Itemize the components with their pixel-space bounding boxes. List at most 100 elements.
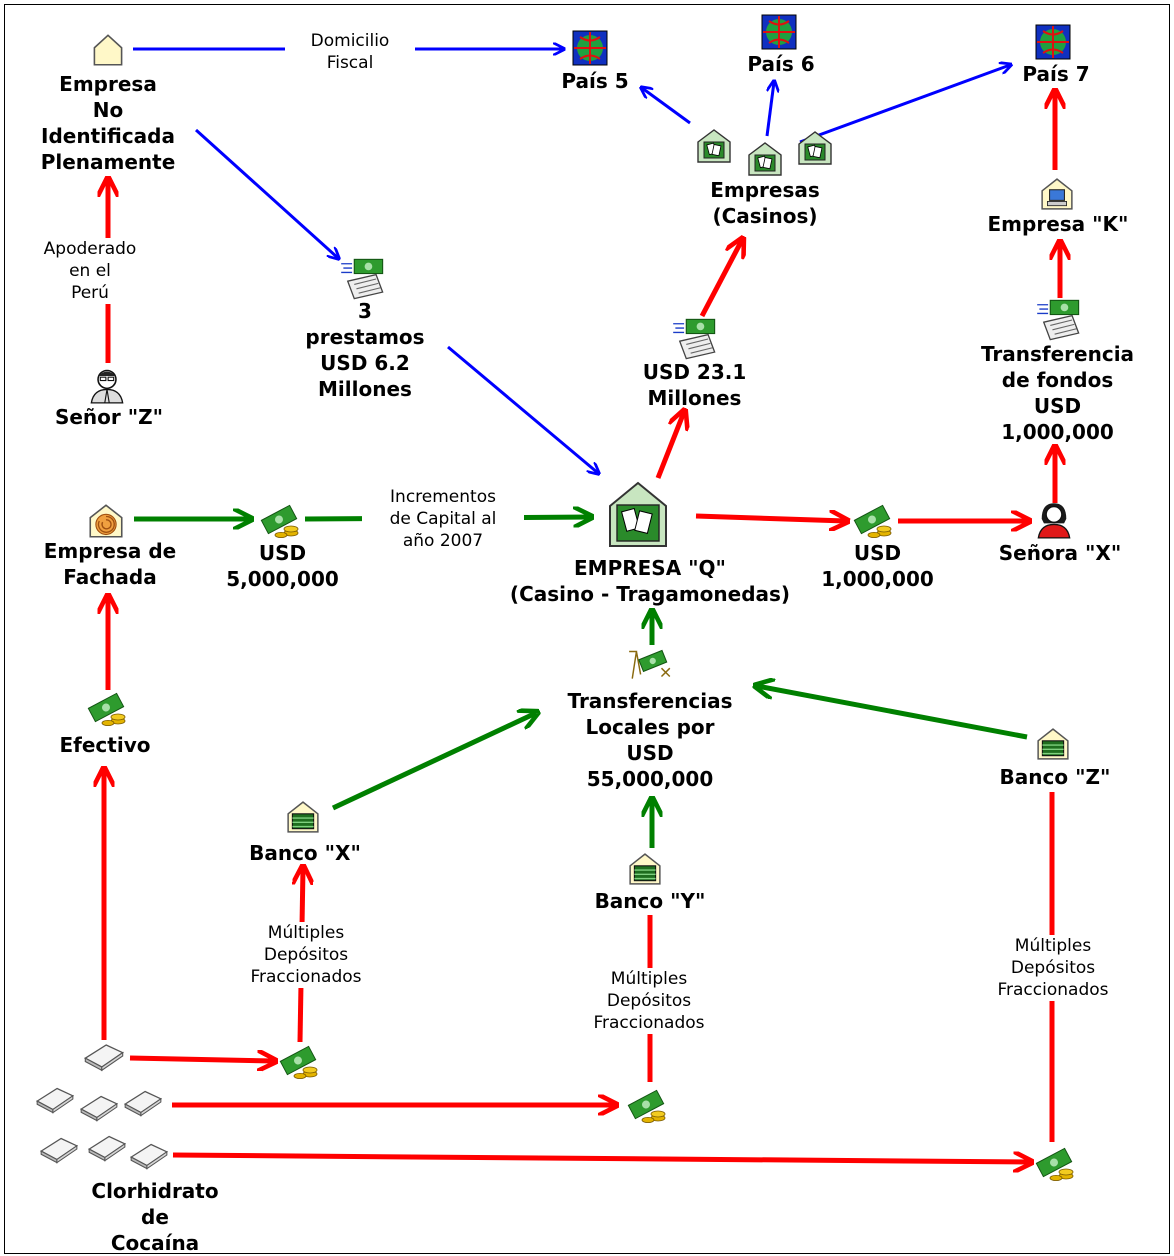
node-label-line: País 6 — [747, 52, 815, 76]
node-label-line: Banco "Z" — [999, 765, 1111, 789]
edge-label-line: Perú — [71, 283, 109, 303]
node-prestamos: 3 prestamos USD 6.2 Millones — [290, 298, 440, 402]
man-avatar-icon — [90, 369, 124, 404]
edge-q-to-usd1m — [695, 516, 846, 521]
node-label-line: Locales por — [585, 715, 715, 739]
node-label-line: Identificada — [41, 124, 175, 148]
node-label-line: Señora "X" — [998, 541, 1122, 565]
node-label-line: USD — [1033, 394, 1082, 418]
edge-casinos-to-pais6 — [765, 82, 774, 137]
node-label-line: USD 6.2 — [320, 351, 410, 375]
globe-map-icon — [572, 30, 608, 66]
bank-icon — [629, 853, 661, 885]
casino-building-icon — [748, 142, 782, 176]
computer-building-icon — [1041, 178, 1073, 210]
diagram-frame — [4, 4, 1170, 1254]
house-icon — [93, 34, 123, 66]
bank-icon — [287, 801, 319, 833]
node-label-line: Banco "Y" — [594, 889, 706, 913]
wire-transfer-icon — [340, 258, 384, 300]
casino-building-icon — [798, 131, 832, 165]
node-efectivo: Efectivo — [30, 732, 180, 758]
edge-label-line: Fiscal — [326, 53, 374, 73]
node-senor-z: Señor "Z" — [34, 404, 184, 430]
edge-label-line: Múltiples — [1014, 936, 1092, 956]
edge-cocaina-to-money-x — [129, 1058, 274, 1061]
node-label-line: Empresa de — [43, 539, 177, 563]
globe-map-icon — [1035, 24, 1071, 60]
node-transferencias-locales: Transferencias Locales por USD 55,000,00… — [545, 688, 755, 792]
drug-package-icon — [130, 1143, 168, 1170]
node-label-line: Banco "X" — [249, 841, 361, 865]
edge-label-line: año 2007 — [402, 531, 484, 551]
node-label-line: 1,000,000 — [821, 567, 934, 591]
node-label-line: USD — [258, 541, 307, 565]
node-pais-5: País 5 — [545, 68, 645, 94]
node-clorhidrato-cocaina: Clorhidrato de Cocaína — [50, 1178, 260, 1256]
node-label-line: EMPRESA "Q" — [574, 556, 726, 580]
edge-label-incrementos: Incrementos de Capital al año 2007 — [362, 486, 524, 552]
edge-prestamos-to-empresa-q — [447, 345, 598, 473]
edge-banco-x-to-transferencias — [331, 713, 536, 811]
edge-label-line: Fraccionados — [997, 980, 1109, 1000]
money-icon — [853, 504, 892, 539]
wire-transfer-icon — [672, 318, 716, 360]
wire-transfer-icon — [1036, 299, 1080, 341]
woman-avatar-icon — [1037, 502, 1071, 539]
money-icon — [279, 1045, 318, 1080]
edge-label-line: Múltiples — [267, 923, 345, 943]
edge-label-line: en el — [69, 261, 111, 281]
edge-label-line: Múltiples — [610, 969, 688, 989]
node-label-line: USD — [853, 541, 902, 565]
node-banco-z: Banco "Z" — [980, 764, 1130, 790]
node-label-line: País 5 — [561, 69, 629, 93]
money-icon — [87, 692, 126, 727]
bank-icon — [1037, 728, 1069, 760]
node-empresas-casinos: Empresas (Casinos) — [680, 177, 850, 229]
node-empresa-q: EMPRESA "Q" (Casino - Tragamonedas) — [460, 555, 840, 607]
node-label-line: Fachada — [63, 565, 157, 589]
node-label-line: Clorhidrato — [91, 1179, 219, 1203]
money-icon — [627, 1089, 666, 1124]
node-empresa-no-identificada: Empresa No Identificada Plenamente — [38, 71, 178, 175]
node-label-line: (Casinos) — [712, 204, 818, 228]
node-label-line: Transferencias — [567, 689, 733, 713]
edge-label-line: de Capital al — [389, 509, 497, 529]
edge-label-apoderado: Apoderado en el Perú — [30, 238, 150, 304]
edge-casinos-to-pais5 — [642, 88, 691, 125]
edge-label-domicilio-fiscal: Domicilio Fiscal — [285, 30, 415, 74]
edge-label-line: Domicilio — [310, 31, 390, 51]
node-label-line: Millones — [318, 377, 412, 401]
node-empresa-fachada: Empresa de Fachada — [20, 538, 200, 590]
edge-label-line: Depósitos — [263, 945, 349, 965]
drug-package-icon — [80, 1095, 118, 1122]
node-usd-1m: USD 1,000,000 — [800, 540, 955, 592]
shell-company-icon — [89, 504, 123, 538]
edge-label-line: Apoderado — [43, 239, 137, 259]
node-label-line: Señor "Z" — [54, 405, 164, 429]
money-icon — [260, 504, 299, 539]
edge-casinos-to-pais7 — [799, 65, 1010, 144]
node-banco-y: Banco "Y" — [575, 888, 725, 914]
drug-package-icon — [124, 1090, 162, 1117]
node-label-line: 5,000,000 — [226, 567, 339, 591]
node-label-line: (Casino - Tragamonedas) — [509, 582, 791, 606]
node-empresa-k: Empresa "K" — [968, 211, 1148, 237]
edge-label-depositos-x: Múltiples Depósitos Fraccionados — [225, 922, 387, 988]
node-label-line: País 7 — [1022, 62, 1090, 86]
node-transferencia-fondos: Transferencia de fondos USD 1,000,000 — [960, 341, 1155, 445]
edge-label-depositos-y: Múltiples Depósitos Fraccionados — [568, 968, 730, 1034]
edge-banco-z-to-transferencias — [757, 686, 1028, 740]
edge-label-line: Fraccionados — [593, 1013, 705, 1033]
globe-map-icon — [761, 14, 797, 50]
edge-label-depositos-z: Múltiples Depósitos Fraccionados — [972, 935, 1134, 1001]
node-banco-x: Banco "X" — [230, 840, 380, 866]
node-pais-7: País 7 — [1006, 61, 1106, 87]
node-label-line: 3 — [358, 299, 372, 323]
node-label-line: Empresa "K" — [987, 212, 1129, 236]
node-label-line: Plenamente — [40, 150, 176, 174]
drug-package-icon — [88, 1135, 126, 1162]
node-label-line: No — [92, 98, 124, 122]
node-label-line: de fondos — [1001, 368, 1114, 392]
